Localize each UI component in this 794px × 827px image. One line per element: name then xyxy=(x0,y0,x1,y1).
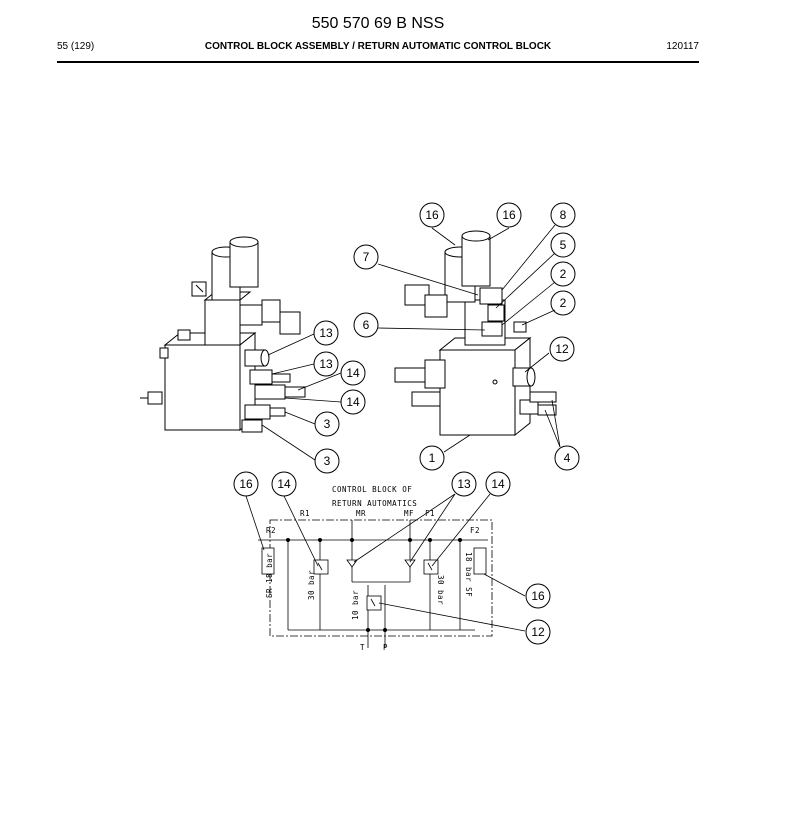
callout-12-schematic: 12 xyxy=(531,625,545,639)
page-header: 55 (129) CONTROL BLOCK ASSEMBLY / RETURN… xyxy=(57,41,699,55)
callout-16-right-right: 16 xyxy=(502,208,516,222)
callout-6: 6 xyxy=(363,318,370,332)
port-r2: R2 xyxy=(266,526,276,535)
valve-label-f1-relief: 30 bar xyxy=(436,575,445,605)
header-rule xyxy=(57,61,699,63)
callout-3-upper-left: 3 xyxy=(324,417,331,431)
port-p: P xyxy=(383,643,388,652)
callout-2-upper: 2 xyxy=(560,267,567,281)
date-code: 120117 xyxy=(666,41,699,52)
left-valve-assembly xyxy=(140,236,306,433)
leader-lines xyxy=(245,224,561,632)
callout-7: 7 xyxy=(363,250,370,264)
callout-14-lower-left: 14 xyxy=(346,395,360,409)
callout-5: 5 xyxy=(560,238,567,252)
valve-label-sf: 18 bar SF xyxy=(464,552,473,597)
port-t: T xyxy=(360,643,365,652)
valve-label-r1-relief: 30 bar xyxy=(307,570,316,600)
valve-label-main-relief: 10 bar xyxy=(351,590,360,620)
callout-16-left-right: 16 xyxy=(425,208,439,222)
page-reference: 55 (129) xyxy=(57,41,95,52)
callout-3-lower-left: 3 xyxy=(324,454,331,468)
port-mr: MR xyxy=(356,509,366,518)
document-number: 550 570 69 B NSS xyxy=(311,15,445,32)
callout-2-lower: 2 xyxy=(560,296,567,310)
port-mf: MF xyxy=(404,509,414,518)
callout-8: 8 xyxy=(560,208,567,222)
callout-13-schematic: 13 xyxy=(457,477,471,491)
port-r1: R1 xyxy=(300,509,310,518)
callout-16-schematic-left: 16 xyxy=(239,477,253,491)
callout-14-schematic-left: 14 xyxy=(277,477,291,491)
callout-12-right: 12 xyxy=(555,342,569,356)
port-f1: F1 xyxy=(425,509,435,518)
callout-13-upper-left: 13 xyxy=(319,326,333,340)
callout-13-lower-left: 13 xyxy=(319,357,333,371)
schematic-title-line1: CONTROL BLOCK OF xyxy=(332,485,412,494)
callout-14-upper-left: 14 xyxy=(346,366,360,380)
callout-4: 4 xyxy=(564,451,571,465)
port-f2: F2 xyxy=(470,526,480,535)
right-valve-assembly xyxy=(394,230,557,437)
callout-14-schematic-right: 14 xyxy=(491,477,505,491)
schematic-title-line2: RETURN AUTOMATICS xyxy=(332,499,417,508)
callout-1: 1 xyxy=(429,451,436,465)
valve-label-sr: SR 18 bar xyxy=(265,553,274,598)
callout-16-schematic-right: 16 xyxy=(531,589,545,603)
section-title: CONTROL BLOCK ASSEMBLY / RETURN AUTOMATI… xyxy=(204,41,552,52)
hydraulic-schematic xyxy=(258,519,493,648)
callout-circles xyxy=(233,202,580,645)
